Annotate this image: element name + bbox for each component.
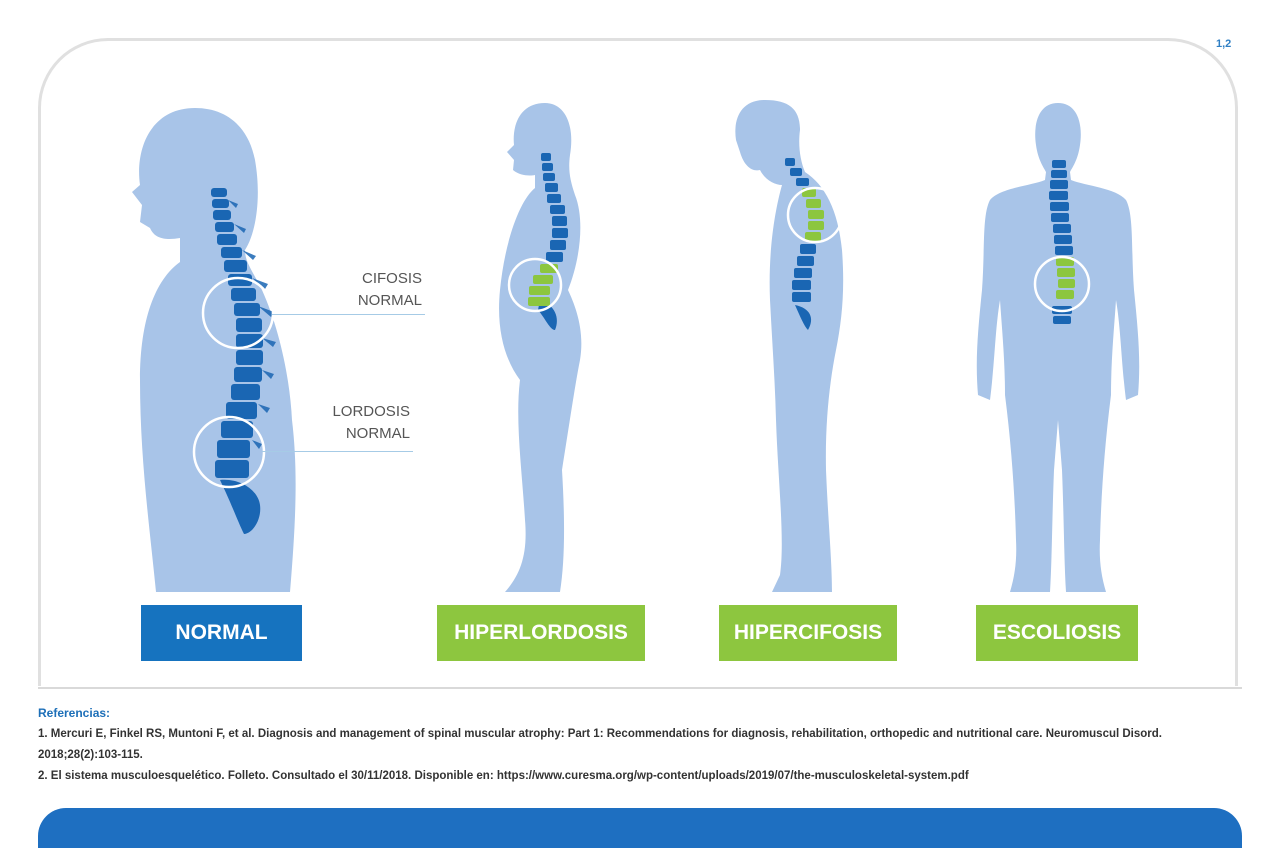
figure-hipercifosis [735, 100, 844, 592]
figure-normal [132, 108, 296, 592]
callout-cifosis-normal: CIFOSIS NORMAL [330, 268, 422, 312]
reference-superscript: 1,2 [1216, 38, 1232, 50]
highlight-circle-lordosis [192, 415, 266, 489]
callout-lordosis-line2: NORMAL [345, 425, 410, 442]
spine-figures [132, 100, 1140, 592]
highlight-circle-hiperlordosis [507, 257, 563, 313]
spine-normal [211, 188, 276, 534]
label-hipercifosis: HIPERCIFOSIS [719, 605, 897, 661]
callout-lordosis-normal: LORDOSIS NORMAL [318, 401, 410, 445]
label-normal: NORMAL [141, 605, 302, 661]
highlight-circle-hipercifosis [786, 186, 844, 244]
reference-item-2: 2. El sistema musculoesquelético. Follet… [38, 770, 969, 782]
reference-item-1: 1. Mercuri E, Finkel RS, Muntoni F, et a… [38, 728, 1162, 761]
callout-cifosis-line1: CIFOSIS [361, 270, 422, 287]
body-silhouette-normal [132, 108, 296, 592]
highlight-circle-cifosis [201, 276, 275, 350]
label-escoliosis: ESCOLIOSIS [976, 605, 1138, 661]
body-silhouette-hiperlordosis [499, 103, 582, 592]
label-hiperlordosis: HIPERLORDOSIS [437, 605, 645, 661]
highlight-circle-escoliosis [1033, 255, 1091, 313]
spine-hipercifosis [785, 158, 824, 330]
references-title: Referencias: [38, 706, 111, 720]
callout-cifosis-leader [272, 314, 425, 315]
body-silhouette-hipercifosis [735, 100, 844, 592]
callout-cifosis-line2: NORMAL [357, 292, 422, 309]
diagram-frame [38, 38, 1238, 686]
footer-band [38, 808, 1242, 848]
frame-bottom-line [38, 687, 1242, 689]
callout-lordosis-leader [262, 451, 413, 452]
figure-hiperlordosis [499, 103, 582, 592]
spine-escoliosis [1049, 160, 1075, 324]
figure-escoliosis [976, 103, 1140, 592]
body-silhouette-escoliosis [976, 103, 1140, 592]
callout-lordosis-line1: LORDOSIS [332, 403, 410, 420]
spine-hiperlordosis [528, 153, 568, 330]
